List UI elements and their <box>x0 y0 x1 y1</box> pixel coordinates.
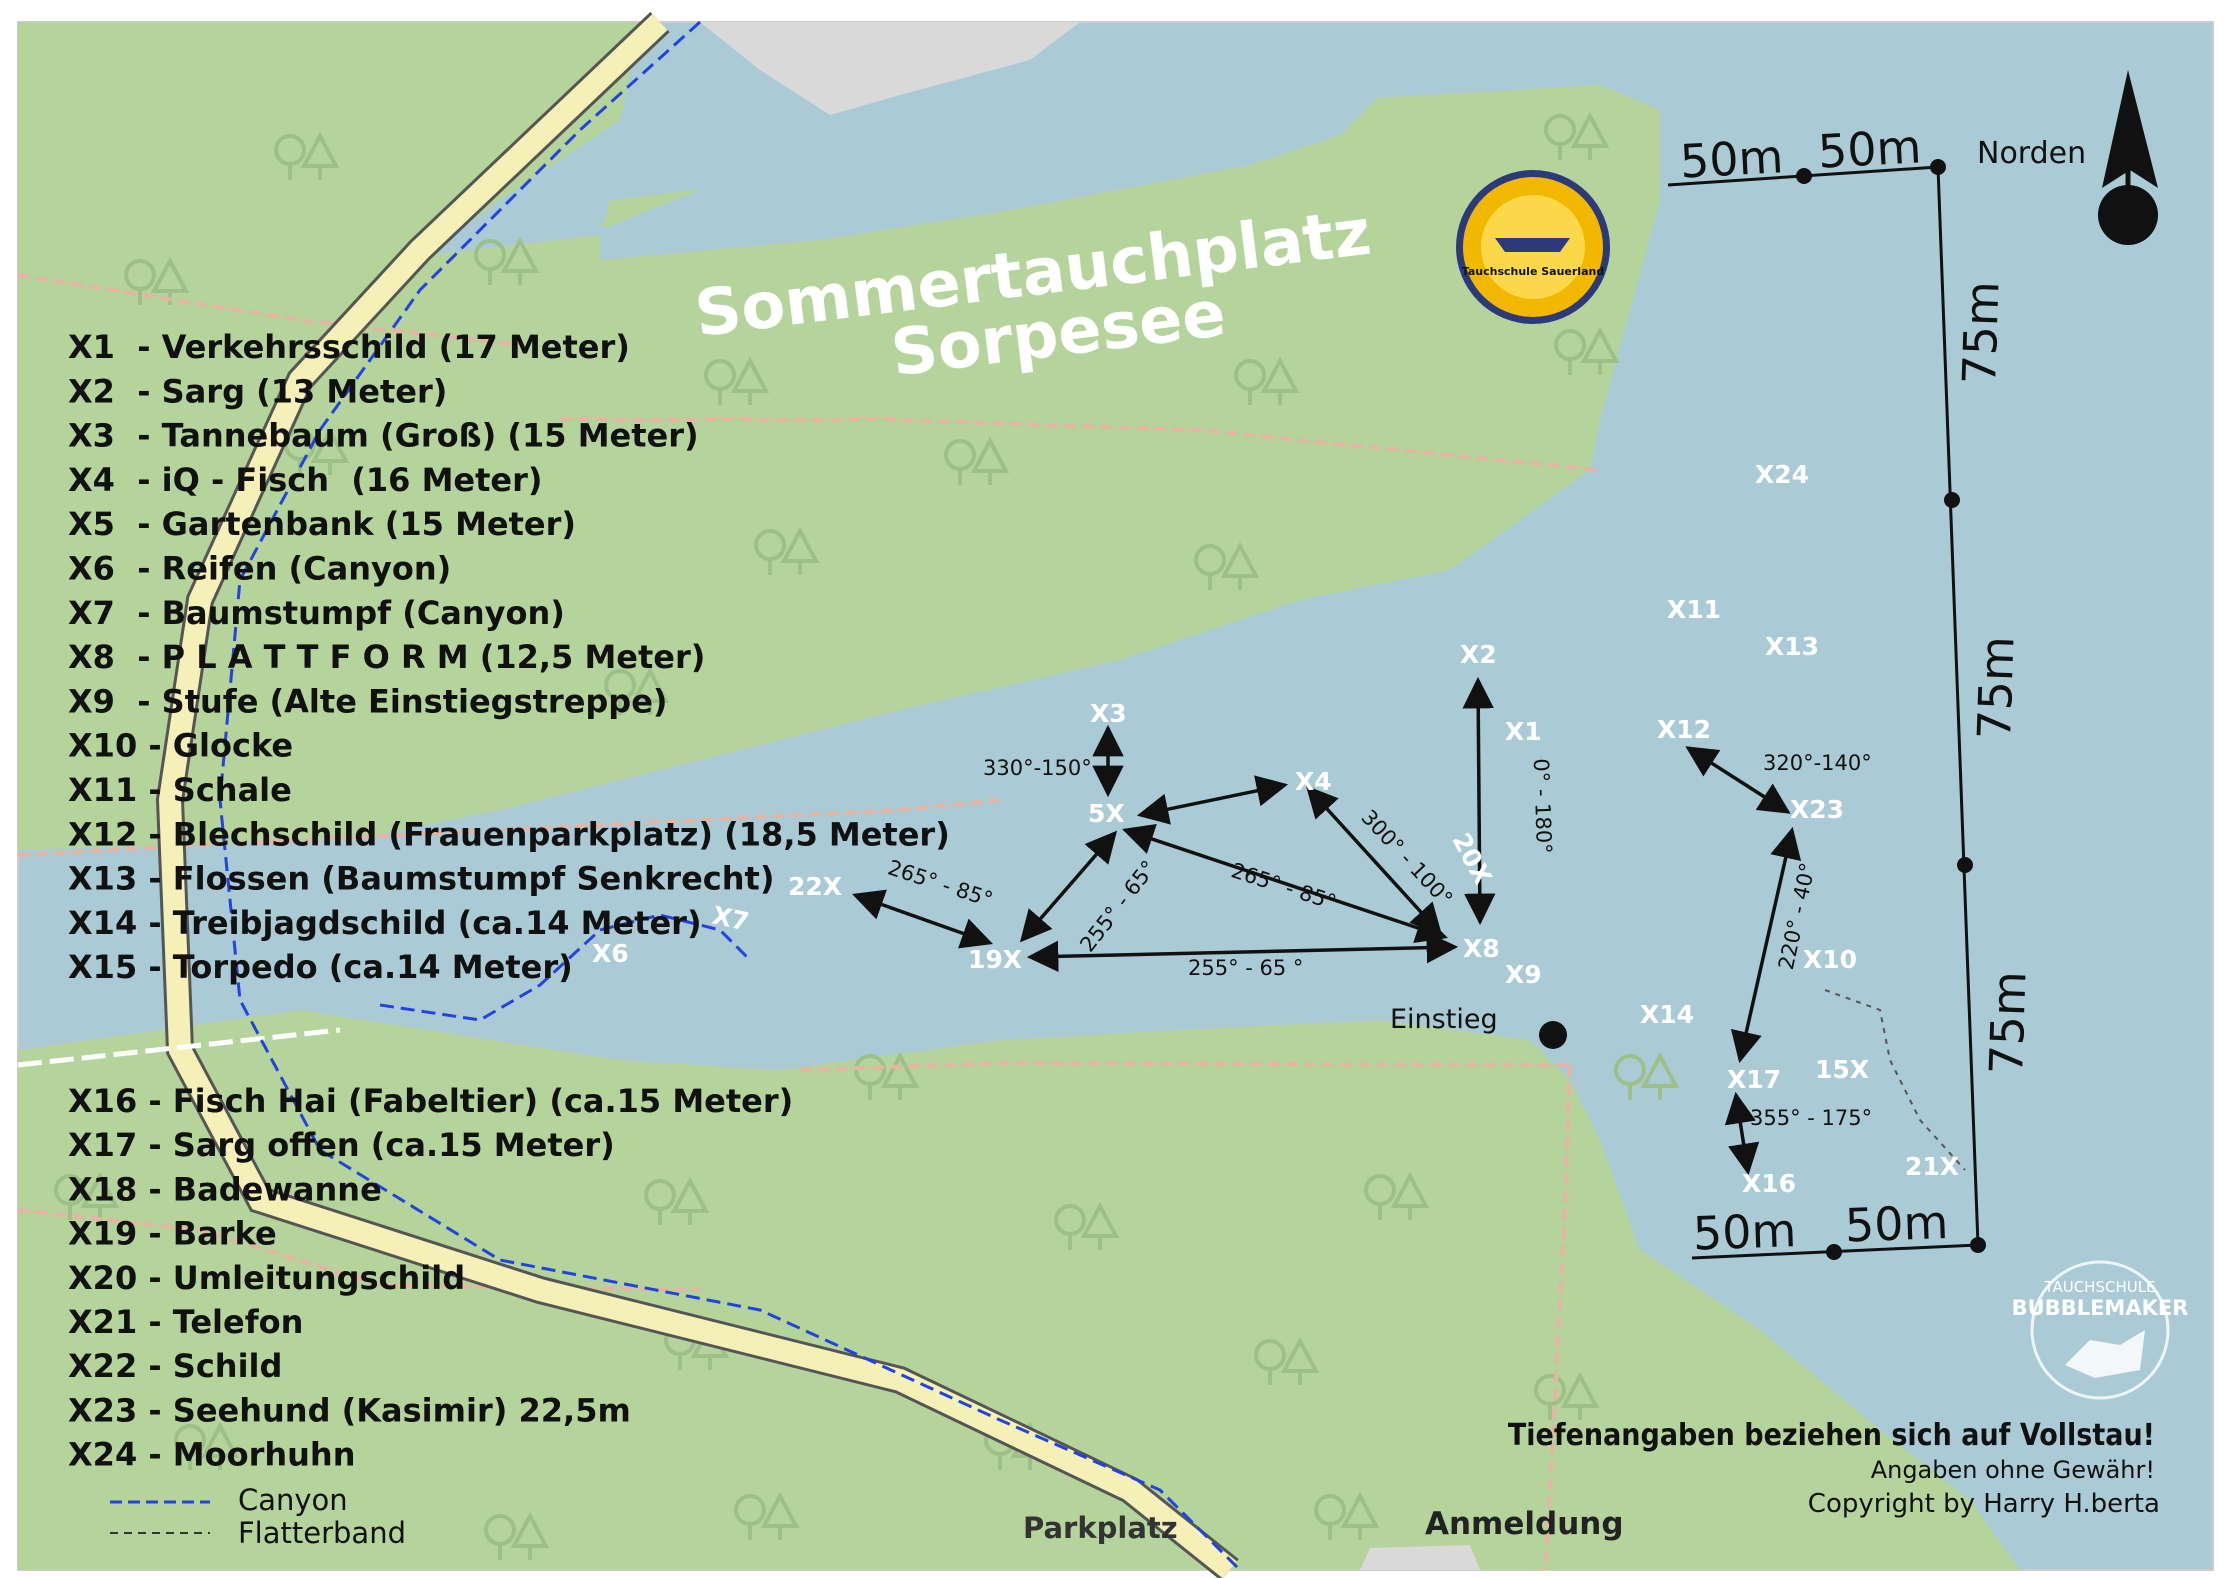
marker-x15: 15X <box>1815 1055 1869 1084</box>
legend-item: X17 - Sarg offen (ca.15 Meter) <box>68 1126 615 1164</box>
legend-item: X7 - Baumstumpf (Canyon) <box>68 594 565 632</box>
scale-side-1: 75m <box>1952 280 2010 385</box>
marker-x3: X3 <box>1090 699 1127 728</box>
marker-x21: 21X <box>1905 1152 1959 1181</box>
white-track <box>17 1027 341 1068</box>
legend-item: X14 - Treibjagdschild (ca.14 Meter) <box>68 904 702 942</box>
logo-bubblemaker: TAUCHSCHULE BUBBLEMAKER <box>2012 1260 2189 1400</box>
logo-bottom-school: TAUCHSCHULE <box>2043 1278 2155 1296</box>
registration-label: Anmeldung <box>1425 1506 1624 1542</box>
marker-x19: 19X <box>968 945 1022 974</box>
scale-side-2: 75m <box>1967 635 2025 740</box>
legend-tape-label: Flatterband <box>238 1516 406 1550</box>
marker-x24: X24 <box>1755 460 1809 489</box>
line-legend: Canyon Flatterband <box>110 1483 406 1550</box>
disclaimer-line-3: Copyright by Harry H.berta <box>1808 1489 2160 1519</box>
entry-label: Einstieg <box>1390 1004 1498 1035</box>
marker-x17: X17 <box>1727 1065 1781 1094</box>
legend-item: X9 - Stufe (Alte Einstiegstreppe) <box>68 682 668 720</box>
land-south-east-bay <box>650 1020 1580 1330</box>
built-area <box>700 22 1080 115</box>
tape-line <box>1824 989 1966 1171</box>
scale-nodes <box>1796 159 1986 1260</box>
legend-item: X15 - Torpedo (ca.14 Meter) <box>68 948 573 986</box>
marker-x1: X1 <box>1505 717 1542 746</box>
legend-item: X13 - Flossen (Baumstumpf Senkrecht) <box>68 860 774 898</box>
marker-x11: X11 <box>1667 595 1721 624</box>
legend-item: X22 - Schild <box>68 1347 282 1385</box>
bearing-x17-x16: 355° - 175° <box>1750 1106 1872 1130</box>
scale-top-left: 50m <box>1679 129 1785 188</box>
logo-tauchschule-sauerland: Tauchschule Sauerland <box>1456 170 1610 324</box>
parking-label: Parkplatz <box>1023 1511 1178 1545</box>
built-area-bottom <box>1360 1545 1480 1570</box>
marker-x22: 22X <box>788 872 842 901</box>
bearing-x19-x8: 255° - 65 ° <box>1188 956 1303 980</box>
legend-item: X2 - Sarg (13 Meter) <box>68 372 447 410</box>
legend-item: X4 - iQ - Fisch (16 Meter) <box>68 461 543 499</box>
north-arrow-icon <box>2098 70 2158 245</box>
marker-x14: X14 <box>1640 1000 1694 1029</box>
bearing-x12-x23: 320°-140° <box>1763 751 1872 775</box>
marker-x4: X4 <box>1295 767 1332 796</box>
legend-item: X8 - P L A T T F O R M (12,5 Meter) <box>68 638 705 676</box>
scale-side-3: 75m <box>1979 970 2037 1075</box>
bearing-arrows <box>852 676 1802 1176</box>
marker-x10: X10 <box>1803 945 1857 974</box>
scale-top-right: 50m <box>1817 119 1923 178</box>
legend-item: X16 - Fisch Hai (Fabeltier) (ca.15 Meter… <box>68 1082 793 1120</box>
legend-item: X1 - Verkehrsschild (17 Meter) <box>68 328 630 366</box>
marker-x2: X2 <box>1460 640 1497 669</box>
legend-item: X3 - Tannebaum (Groß) (15 Meter) <box>68 417 699 455</box>
legend-item: X10 - Glocke <box>68 727 293 765</box>
marker-x5: 5X <box>1088 799 1125 828</box>
legend-item: X11 - Schale <box>68 771 292 809</box>
legend-item: X23 - Seehund (Kasimir) 22,5m <box>68 1391 631 1429</box>
marker-x16: X16 <box>1742 1169 1796 1198</box>
disclaimer-line-1: Tiefenangaben beziehen sich auf Vollstau… <box>1508 1417 2155 1453</box>
bearing-x2-x8: 0° - 180° <box>1529 758 1556 854</box>
legend-item: X5 - Gartenbank (15 Meter) <box>68 505 576 543</box>
legend-item: X6 - Reifen (Canyon) <box>68 550 451 588</box>
marker-x9: X9 <box>1505 960 1542 989</box>
legend-item: X20 - Umleitungschild <box>68 1259 465 1297</box>
disclaimer-line-2: Angaben ohne Gewähr! <box>1871 1456 2155 1484</box>
legend-item: X12 - Blechschild (Frauenparkplatz) (18,… <box>68 815 950 853</box>
legend-item: X18 - Badewanne <box>68 1170 382 1208</box>
logo-bottom-name: BUBBLEMAKER <box>2012 1296 2189 1320</box>
legend-item: X24 - Moorhuhn <box>68 1436 355 1474</box>
road-fill <box>158 14 1237 1578</box>
north-label: Norden <box>1977 136 2086 171</box>
legend: X1 - Verkehrsschild (17 Meter) X2 - Sarg … <box>68 328 950 1474</box>
legend-item: X19 - Barke <box>68 1215 277 1253</box>
land-peninsula <box>18 85 1660 850</box>
legend-item: X21 - Telefon <box>68 1303 303 1341</box>
legend-canyon-label: Canyon <box>238 1483 348 1517</box>
marker-x23: X23 <box>1790 795 1844 824</box>
scale-bottom-left: 50m <box>1692 1203 1797 1261</box>
scale-bottom-right: 50m <box>1844 1195 1949 1253</box>
logo-top-text: Tauchschule Sauerland <box>1462 265 1604 278</box>
marker-x12: X12 <box>1657 715 1711 744</box>
marker-x6: X6 <box>592 939 629 968</box>
land-west <box>18 22 640 300</box>
dive-markers: X1 X2 X3 X4 5X X6 X7 X8 X9 X10 X11 X12 X… <box>592 460 1959 1198</box>
canyon-lines <box>218 20 1242 1572</box>
bearing-x3-x5: 330°-150° <box>983 756 1092 780</box>
entry-point <box>1539 1021 1567 1049</box>
marker-x13: X13 <box>1765 632 1819 661</box>
marker-x8: X8 <box>1463 934 1500 963</box>
land-channel-upper <box>600 95 1380 260</box>
